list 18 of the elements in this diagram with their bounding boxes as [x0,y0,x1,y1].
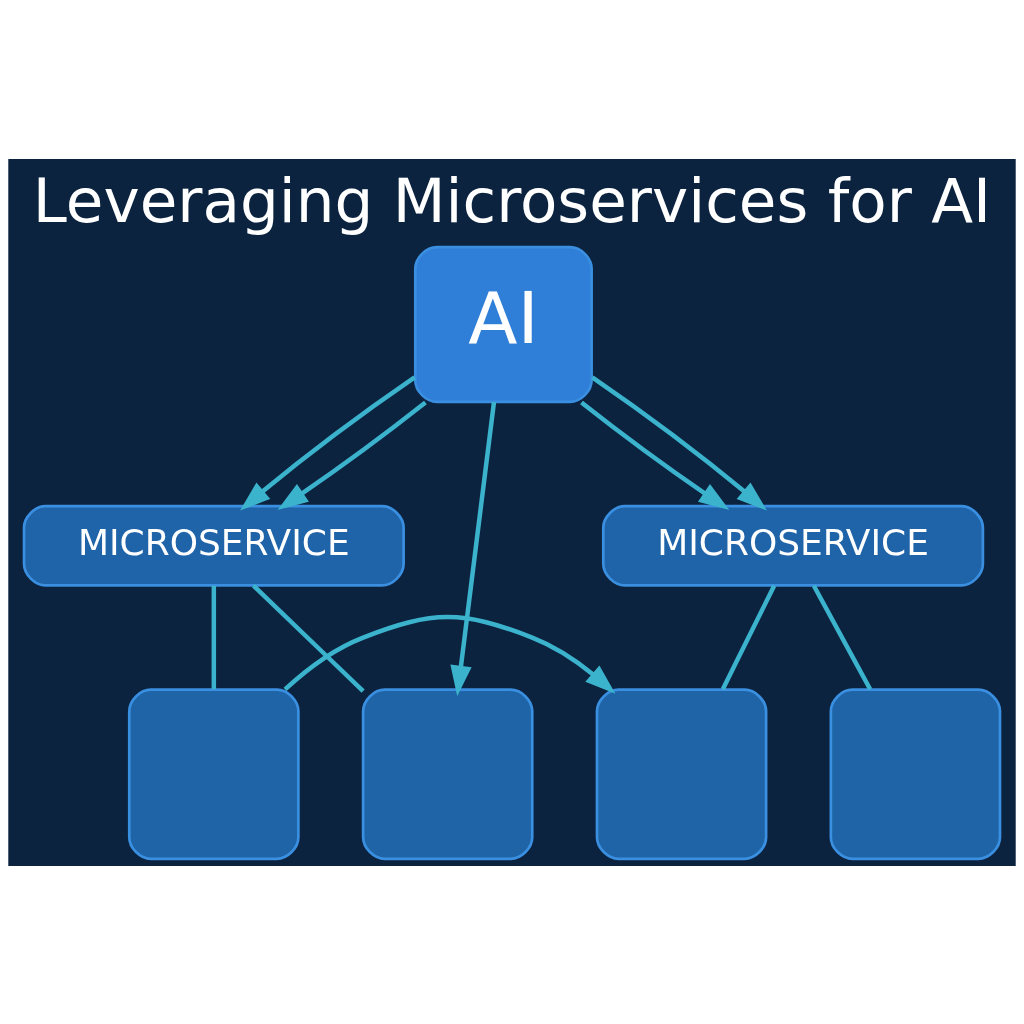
node-box [595,687,768,860]
node-box: MICROSERVICE [22,504,405,587]
arrow [239,375,416,511]
node-box [829,687,1002,860]
arrow [591,375,767,511]
connector [211,585,217,689]
arrow [450,401,497,696]
node-box [127,687,300,860]
connector [251,583,365,693]
connector [811,584,873,690]
node-box: MICROSERVICE [601,504,985,587]
diagram-title: Leveraging Microservices for AI [32,164,992,236]
arrow [283,614,616,694]
connector [720,584,777,690]
arrow [277,400,427,510]
node-box [361,687,534,860]
arrow [580,400,730,510]
node-box: AI [413,245,593,403]
